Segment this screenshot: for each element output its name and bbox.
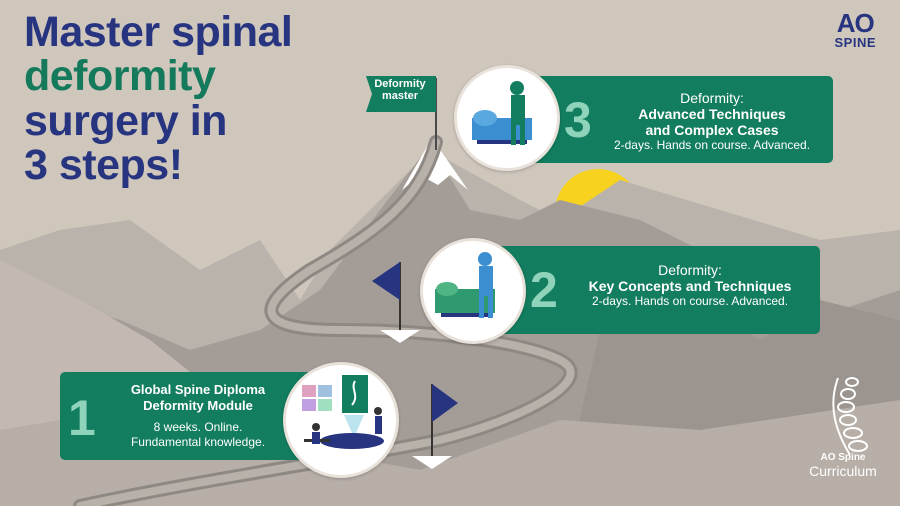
step-1-detail-line-2: Fundamental knowledge. [130, 435, 266, 449]
summit-flag-label: Deformity master [370, 78, 430, 102]
summit-flag [366, 76, 436, 112]
step2-flag [372, 262, 400, 300]
logo-spine-text: SPINE [834, 35, 876, 50]
summit-flag-line-1: Deformity [374, 78, 426, 90]
step-1-text: Global Spine Diploma Deformity Module 8 … [98, 382, 298, 450]
step-2-title-line-1: Key Concepts and Techniques [588, 278, 792, 294]
step-3-detail: 2-days. Hands on course. Advanced. [613, 138, 811, 152]
surgeon-advanced-icon [472, 81, 532, 145]
step-2-illustration [420, 238, 526, 344]
step-2-text: Deformity: Key Concepts and Techniques 2… [570, 262, 810, 309]
online-learning-icon [302, 375, 384, 449]
step-3-label: Deformity: [680, 90, 744, 106]
step-3-text: Deformity: Advanced Techniques and Compl… [592, 90, 832, 153]
step-3-title-line-1: Advanced Techniques [638, 106, 786, 122]
step1-flag [432, 384, 458, 422]
headline: Master spinal deformity surgery in 3 ste… [24, 8, 293, 189]
step-2-detail: 2-days. Hands on course. Advanced. [591, 294, 789, 308]
curriculum-small-text: AO Spine [820, 452, 866, 463]
step2-marker [380, 330, 420, 343]
step-1-number: 1 [68, 390, 96, 446]
curriculum-big-text: Curriculum [809, 463, 877, 479]
curriculum-spine-space [798, 376, 888, 448]
spine-icon [832, 377, 868, 456]
step-1-detail-line-1: 8 weeks. Online. [153, 420, 243, 434]
curriculum-badge: AO Spine Curriculum [798, 376, 888, 479]
step-3-title-line-2: and Complex Cases [645, 122, 779, 138]
step-2-number: 2 [530, 262, 558, 318]
step-1-title-line-2: Deformity Module [143, 398, 253, 413]
step-3-illustration [454, 65, 560, 171]
step-3-number: 3 [564, 92, 592, 148]
headline-line-4: 3 steps! [24, 140, 183, 189]
logo-ao-text: AO [836, 8, 875, 38]
headline-line-2: deformity [24, 52, 216, 101]
ao-spine-logo: AO SPINE [834, 10, 876, 50]
summit-flag-line-2: master [381, 90, 419, 102]
headline-line-3: surgery in [24, 96, 227, 145]
headline-line-1: Master spinal [24, 8, 293, 56]
step1-marker [412, 456, 452, 469]
step-2-card: 2 Deformity: Key Concepts and Techniques… [470, 246, 820, 334]
surgeon-concepts-icon [435, 252, 495, 318]
step-1-title-line-1: Global Spine Diploma [130, 382, 266, 397]
step-1-illustration [283, 362, 399, 478]
step-2-label: Deformity: [658, 262, 722, 278]
